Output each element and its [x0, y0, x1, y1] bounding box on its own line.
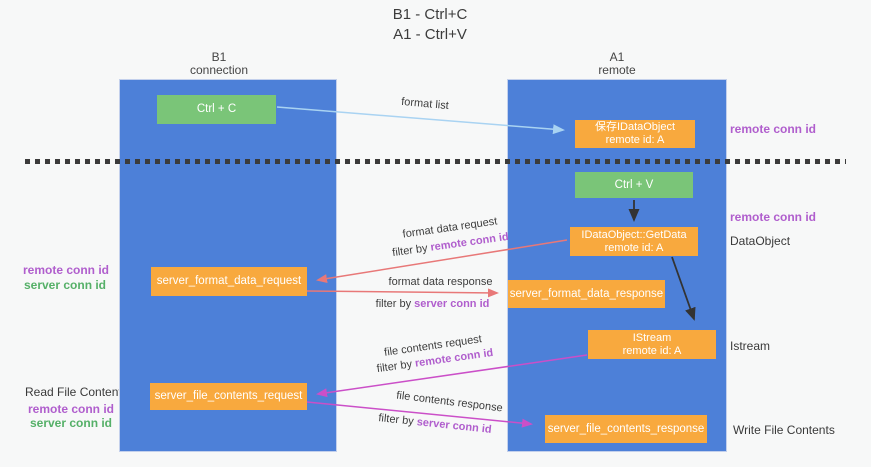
lane-left-name: B1 [211, 50, 227, 64]
node-idataobject-getdata: IDataObject::GetData remote id: A [570, 227, 698, 256]
label-format-data-response: format data response [388, 276, 493, 288]
node-server-file-contents-request-label: server_file_contents_request [154, 390, 303, 402]
dashed-separator-line [25, 159, 846, 164]
node-ctrl-c: Ctrl + C [157, 95, 276, 124]
label-format-data-response-filter: filter by server conn id [375, 298, 490, 310]
node-server-file-contents-response-label: server_file_contents_response [547, 422, 705, 435]
node-save-idataobject: 保存IDataObject remote id: A [575, 120, 695, 148]
filter-prefix: filter by [376, 357, 416, 376]
node-istream-line1: IStream [632, 331, 672, 344]
node-save-idataobject-line2: remote id: A [605, 134, 665, 146]
node-istream: IStream remote id: A [588, 330, 716, 359]
label-remote-conn-id-left-1: remote conn id [23, 263, 110, 277]
node-server-format-data-request-label: server_format_data_request [156, 275, 302, 287]
filter-key-server-conn-id: server conn id [414, 298, 490, 310]
node-server-format-data-response-label: server_format_data_response [509, 287, 664, 300]
filter-prefix: filter by [391, 241, 432, 260]
title-line-1: B1 - Ctrl+C [392, 6, 468, 23]
lane-left-role: connection [189, 63, 249, 77]
label-istream: Istream [730, 339, 771, 353]
label-group-read-file-contents: Read File Contents remote conn id server… [25, 385, 128, 430]
label-dataobject: DataObject [730, 234, 791, 248]
lane-right-name: A1 [609, 50, 625, 64]
node-getdata-line1: IDataObject::GetData [581, 228, 687, 241]
node-server-format-data-request: server_format_data_request [151, 267, 307, 296]
lane-header-left: B1 connection [119, 51, 319, 77]
node-server-file-contents-response: server_file_contents_response [545, 415, 707, 443]
label-write-file-contents: Write File Contents [733, 423, 835, 437]
label-remote-conn-id-mid-right: remote conn id [730, 210, 817, 224]
filter-prefix: filter by [377, 412, 418, 429]
title-line-2: A1 - Ctrl+V [393, 26, 467, 43]
label-file-contents-response: file contents response [395, 389, 504, 415]
node-server-format-data-response: server_format_data_response [508, 280, 665, 308]
label-server-conn-id-left-1: server conn id [23, 278, 107, 292]
node-ctrl-v: Ctrl + V [575, 172, 693, 198]
label-remote-conn-id-left-2: remote conn id [27, 402, 114, 416]
label-read-file-contents: Read File Contents [25, 385, 128, 399]
label-remote-conn-id-top-right: remote conn id [730, 122, 817, 136]
filter-key-server-conn-id: server conn id [416, 416, 493, 436]
node-ctrl-v-label: Ctrl + V [614, 178, 654, 191]
label-format-list: format list [400, 95, 450, 113]
label-group-conn-ids-left: remote conn id server conn id [23, 263, 110, 293]
filter-prefix: filter by [375, 298, 415, 310]
diagram-title: B1 - Ctrl+C A1 - Ctrl+V [330, 5, 530, 45]
label-server-conn-id-left-2: server conn id [29, 416, 113, 430]
lane-right-role: remote [598, 63, 636, 77]
node-ctrl-c-label: Ctrl + C [196, 103, 237, 115]
node-getdata-line2: remote id: A [604, 241, 664, 254]
node-istream-line2: remote id: A [622, 344, 682, 357]
node-save-idataobject-line1: 保存IDataObject [594, 121, 676, 133]
node-server-file-contents-request: server_file_contents_request [150, 383, 307, 410]
label-file-contents-response-filter: filter by server conn id [375, 412, 496, 436]
lane-header-right: A1 remote [507, 51, 727, 77]
